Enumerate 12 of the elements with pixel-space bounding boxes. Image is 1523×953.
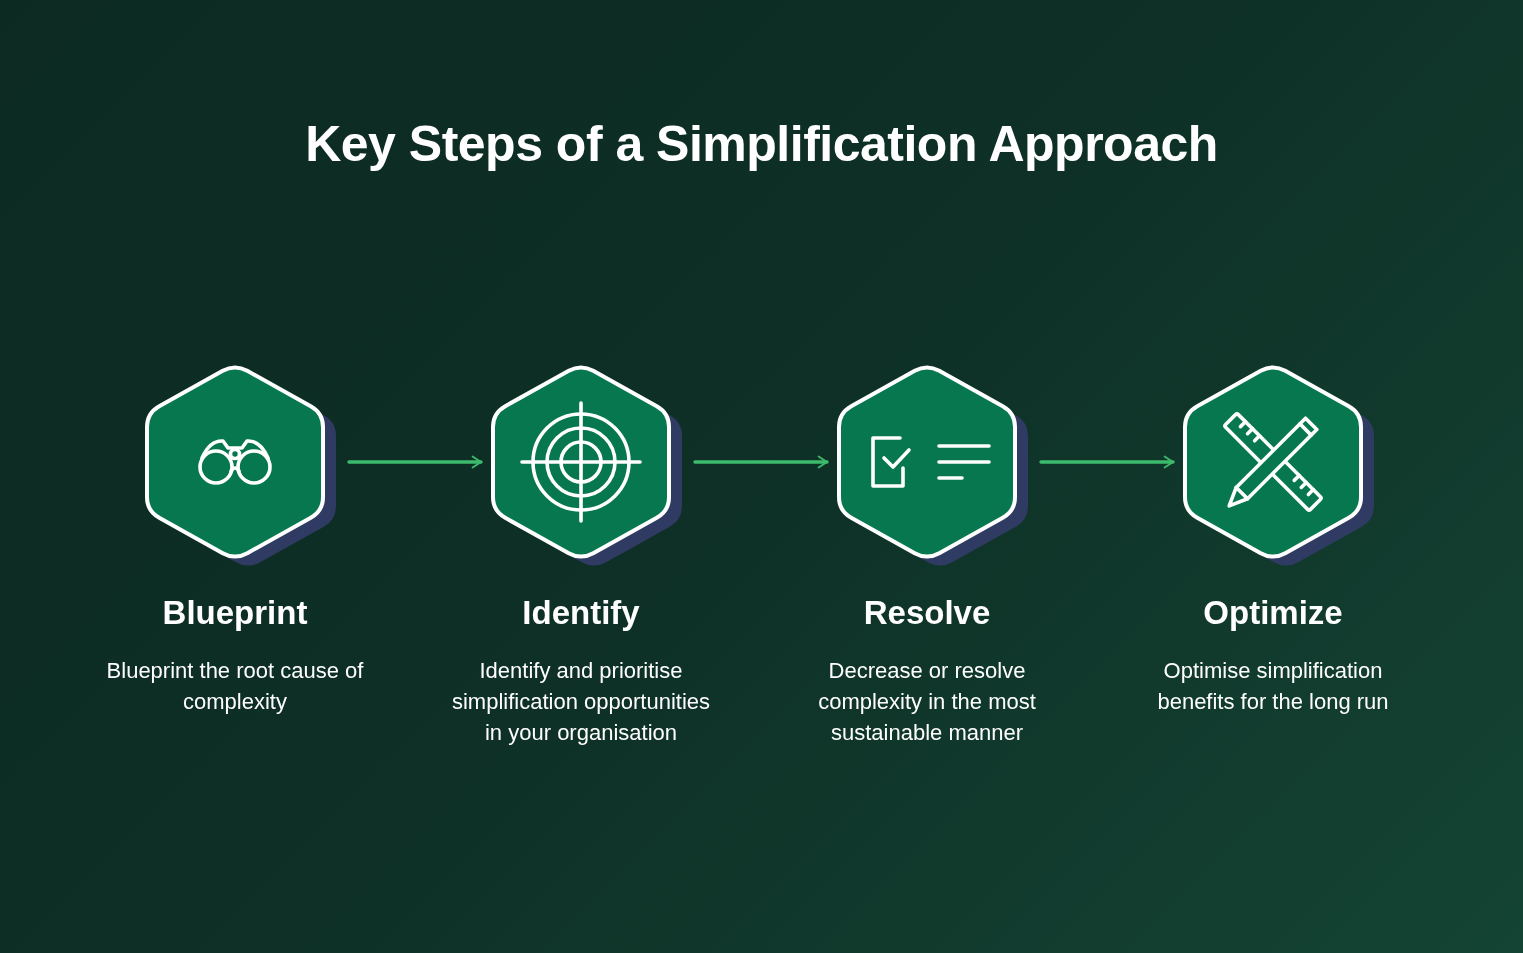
arrow	[347, 455, 483, 469]
step-description: Blueprint the root cause of complexity	[105, 657, 365, 716]
step-title: Resolve	[863, 594, 991, 632]
step-description: Optimise simplification benefits for the long run	[1156, 657, 1390, 716]
step-title: Blueprint	[162, 594, 308, 632]
arrow	[693, 455, 829, 469]
step-description: Decrease or resolve complexity in the most sustainable manner	[817, 657, 1037, 747]
step-title: Identify	[522, 594, 640, 632]
step-description: Identify and prioritise simplification opportunities in your organisation	[451, 657, 711, 747]
step-title: Optimize	[1203, 594, 1343, 632]
arrow	[1039, 455, 1175, 469]
title: Key Steps of a Simplification Approach	[305, 115, 1218, 173]
